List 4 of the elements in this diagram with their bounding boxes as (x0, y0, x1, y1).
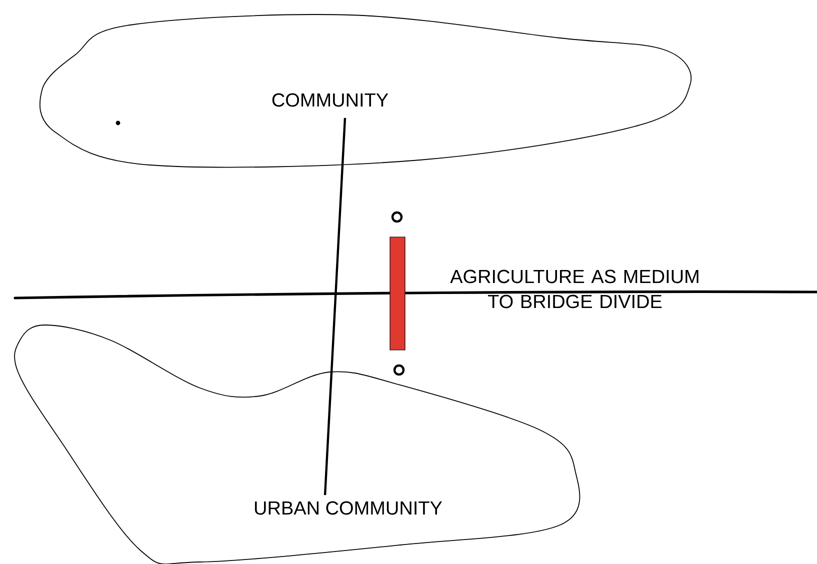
region-label: URBAN COMMUNITY (255, 501, 442, 515)
connecting-line (324, 118, 346, 496)
region-label: COMMUNITY (272, 93, 388, 107)
caption-text: AGRICULTURE AS MEDIUM TO BRIDGE DIVIDE (450, 270, 698, 308)
